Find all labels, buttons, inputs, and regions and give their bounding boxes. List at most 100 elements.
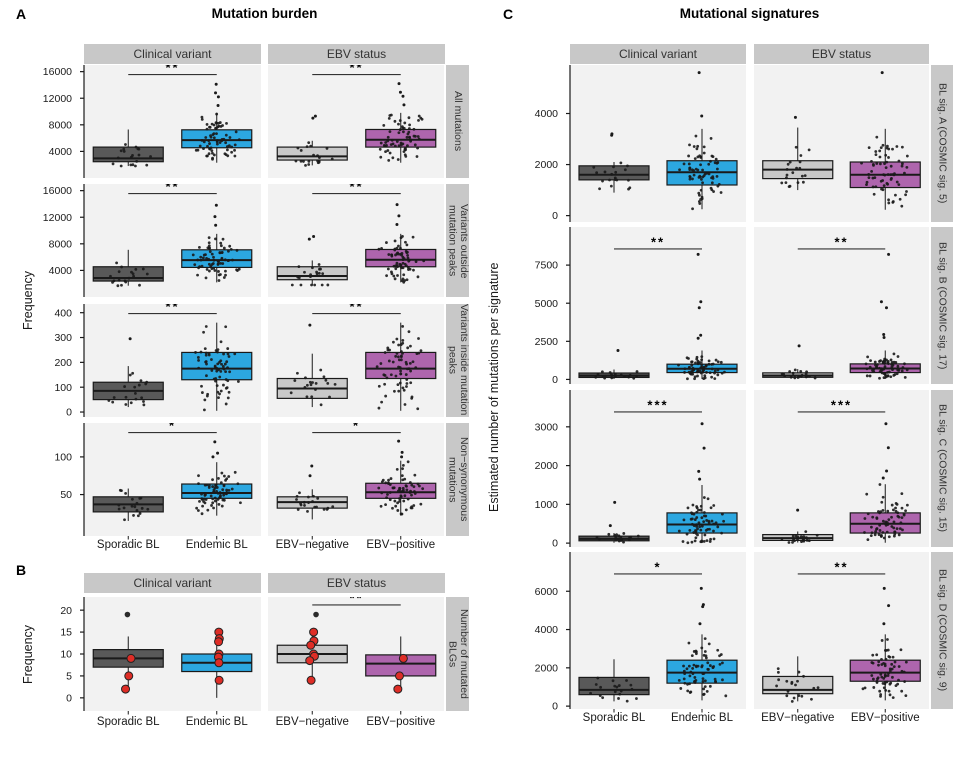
data-point xyxy=(628,186,632,190)
data-point xyxy=(409,506,413,510)
box-B-0-1-1 xyxy=(365,636,437,694)
data-point xyxy=(198,499,201,503)
data-point xyxy=(900,491,904,495)
data-point xyxy=(705,689,709,693)
data-point xyxy=(800,174,804,178)
data-point xyxy=(881,368,884,372)
data-point xyxy=(694,361,697,365)
data-point xyxy=(890,365,894,369)
box-A-1-1-0 xyxy=(276,235,348,287)
data-point xyxy=(878,360,881,364)
data-point xyxy=(396,158,400,161)
data-point xyxy=(208,142,211,145)
data-point xyxy=(886,173,890,176)
jitter-points xyxy=(111,143,152,168)
data-point xyxy=(721,661,724,665)
data-point xyxy=(384,394,388,398)
data-point xyxy=(191,253,195,257)
data-point xyxy=(701,175,705,179)
y-tick-label: 2500 xyxy=(535,336,559,348)
data-point xyxy=(691,666,695,670)
data-point xyxy=(396,251,400,255)
data-point xyxy=(227,259,231,263)
data-point xyxy=(615,685,619,689)
data-point xyxy=(791,372,795,375)
box-C-3-0-1 xyxy=(666,586,738,701)
data-point xyxy=(407,366,411,370)
data-point xyxy=(408,361,412,365)
y-tick-label: 0 xyxy=(66,692,72,704)
data-point xyxy=(402,488,405,492)
outlier-point xyxy=(216,104,220,108)
data-point xyxy=(403,147,407,151)
data-point xyxy=(384,150,387,154)
data-point xyxy=(387,158,391,162)
data-point xyxy=(377,248,381,251)
box-A-1-0-0 xyxy=(92,250,164,288)
data-point xyxy=(713,677,717,681)
panel-bg-C-0-1 xyxy=(754,65,929,222)
highlighted-point xyxy=(214,637,224,647)
data-point xyxy=(697,200,701,203)
data-point xyxy=(412,134,416,138)
data-point xyxy=(307,141,311,145)
data-point xyxy=(233,154,237,158)
data-point xyxy=(891,696,895,699)
data-point xyxy=(310,283,313,287)
data-point xyxy=(138,511,142,515)
data-point xyxy=(213,496,217,500)
data-point xyxy=(700,195,704,199)
box-C-3-0-0 xyxy=(578,659,650,703)
data-point xyxy=(635,697,638,700)
data-point xyxy=(140,506,144,510)
data-point xyxy=(392,486,396,490)
data-point xyxy=(699,371,703,375)
data-point xyxy=(875,366,879,369)
data-point xyxy=(617,696,620,700)
box-rect xyxy=(276,146,348,161)
data-point xyxy=(314,381,318,385)
data-point xyxy=(200,115,204,119)
data-point xyxy=(896,368,900,372)
data-point xyxy=(687,357,690,361)
data-point xyxy=(702,671,706,675)
data-point xyxy=(893,530,897,533)
data-point xyxy=(402,499,406,503)
data-point xyxy=(406,346,410,349)
data-point xyxy=(379,141,383,145)
data-point xyxy=(416,406,420,410)
data-point xyxy=(212,267,216,270)
outlier-point xyxy=(214,82,218,86)
data-point xyxy=(115,261,118,265)
data-point xyxy=(607,532,611,536)
data-point xyxy=(402,150,406,154)
data-point xyxy=(391,142,395,146)
data-point xyxy=(414,260,418,264)
data-point xyxy=(627,178,630,182)
data-point xyxy=(711,175,715,179)
data-point xyxy=(872,163,875,167)
data-point xyxy=(204,493,207,497)
data-point xyxy=(229,248,233,252)
data-point xyxy=(890,515,893,519)
data-point xyxy=(622,540,625,544)
data-point xyxy=(879,672,883,676)
significance-stars: ** xyxy=(349,304,363,314)
data-point xyxy=(111,400,115,404)
data-point xyxy=(194,350,197,354)
data-point xyxy=(871,515,875,519)
data-point xyxy=(234,130,238,134)
data-point xyxy=(784,181,788,185)
data-point xyxy=(894,509,898,513)
data-point xyxy=(387,481,390,485)
outlier-point xyxy=(312,235,316,239)
data-point xyxy=(205,373,208,377)
data-point xyxy=(236,482,240,486)
data-point xyxy=(878,149,882,153)
data-point xyxy=(698,202,702,205)
data-point xyxy=(399,512,403,516)
data-point xyxy=(405,488,409,492)
data-point xyxy=(702,687,706,691)
data-point xyxy=(399,495,403,498)
